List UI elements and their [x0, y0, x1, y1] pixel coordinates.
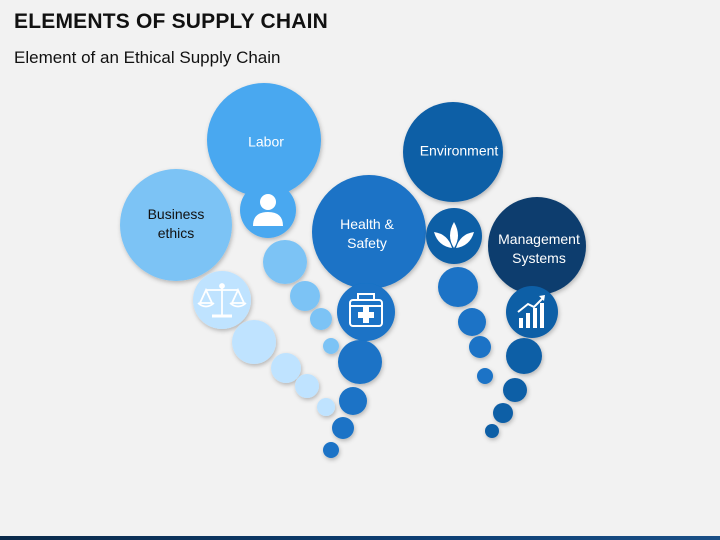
growth-chart-icon [517, 295, 545, 328]
business-ethics-label: Business ethics [147, 206, 205, 241]
chain-dot [485, 424, 499, 438]
page-title: ELEMENTS OF SUPPLY CHAIN [14, 10, 329, 33]
health-safety-circle [312, 175, 426, 289]
page-subtitle: Element of an Ethical Supply Chain [14, 48, 281, 67]
business-ethics-circle [120, 169, 232, 281]
chain-dot [232, 320, 276, 364]
chain-dot [458, 308, 486, 336]
management-systems-circle [488, 197, 586, 295]
chain-dot [271, 353, 301, 383]
chain-dot [295, 374, 319, 398]
environment-chain [403, 102, 503, 384]
chain-dot [338, 340, 382, 384]
chain-dot [477, 368, 493, 384]
management-systems-label: Management Systems [498, 231, 580, 266]
management-systems-chain [485, 197, 586, 438]
labor-label: Labor [248, 133, 284, 150]
labor-circle [207, 83, 321, 197]
leaf-icon [434, 222, 474, 248]
management-systems-icon-circle [506, 286, 558, 338]
chain-dot [323, 338, 339, 354]
chain-dot [493, 403, 513, 423]
first-aid-kit-icon [349, 293, 383, 327]
chain-dot [506, 338, 542, 374]
bottom-accent-bar [0, 536, 720, 540]
environment-label: Environment [419, 142, 499, 159]
chain-dot [263, 240, 307, 284]
person-icon [253, 194, 283, 226]
chain-dot [339, 387, 367, 415]
chain-dot [323, 442, 339, 458]
scales-icon [197, 283, 247, 318]
health-safety-label: Health & Safety [340, 216, 394, 251]
chain-dot [310, 308, 332, 330]
chain-dot [317, 398, 335, 416]
chain-dot [469, 336, 491, 358]
chain-dot [503, 378, 527, 402]
environment-circle [403, 102, 503, 202]
chain-dot [438, 267, 478, 307]
chain-dot [332, 417, 354, 439]
chain-dot [290, 281, 320, 311]
